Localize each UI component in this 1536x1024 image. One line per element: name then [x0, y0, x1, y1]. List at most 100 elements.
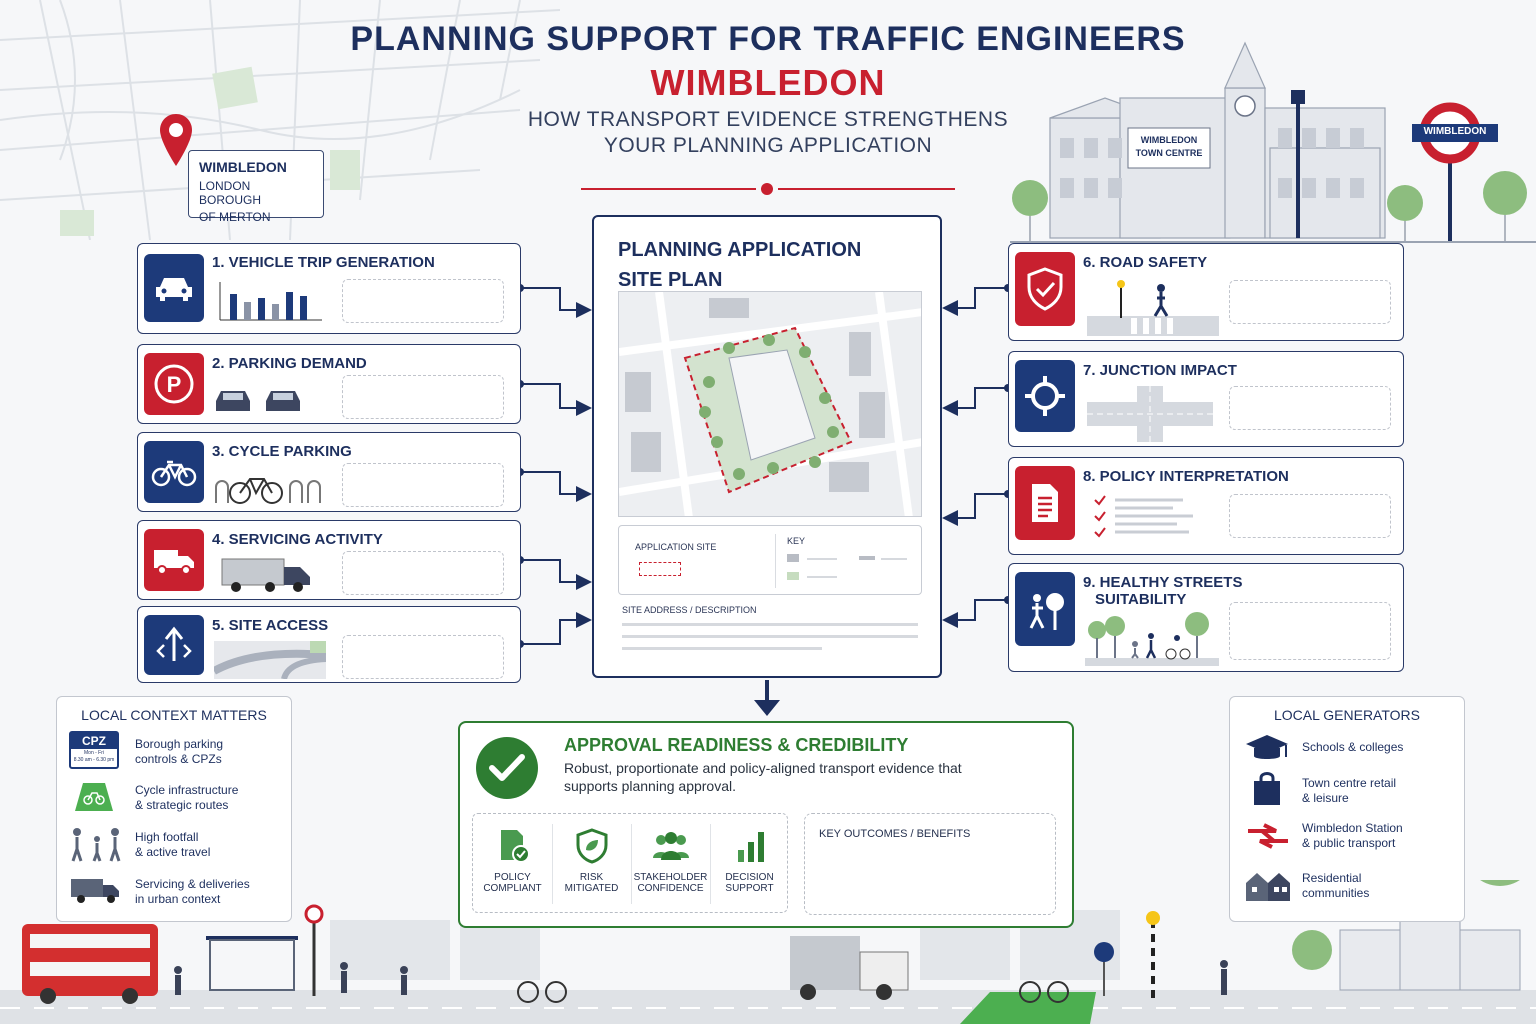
local-context-item-line2: controls & CPZs — [135, 752, 222, 766]
factor-card-site-access[interactable]: 5. SITE ACCESS — [137, 606, 521, 683]
application-site-label: APPLICATION SITE — [635, 542, 717, 552]
location-card: WIMBLEDON LONDON BOROUGH OF MERTON — [188, 150, 324, 224]
local-generator-item: Wimbledon Station & public transport — [1302, 821, 1403, 851]
key-line — [807, 576, 837, 578]
factor-notes-placeholder[interactable] — [342, 551, 504, 595]
site-address-line — [622, 623, 918, 626]
pedestrian-tree-icon — [1015, 572, 1075, 646]
local-generator-item: Town centre retail & leisure — [1302, 776, 1396, 806]
factor-notes-placeholder[interactable] — [1229, 602, 1391, 660]
shield-check-icon — [1015, 252, 1075, 326]
factor-notes-placeholder[interactable] — [1229, 280, 1391, 324]
factor-notes-placeholder[interactable] — [1229, 494, 1391, 538]
factor-card-road-safety[interactable]: 6. ROAD SAFETY — [1008, 243, 1404, 341]
national-rail-icon — [1248, 823, 1288, 849]
tagline-line2: YOUR PLANNING APPLICATION — [603, 134, 933, 157]
benefit-label-line1: POLICY — [494, 872, 531, 883]
bar-chart-illustration — [219, 282, 322, 321]
cpz-hours-time: 8.30 am - 6.30 pm — [73, 757, 115, 763]
local-context-item: Cycle infrastructure & strategic routes — [135, 783, 238, 813]
benefit-divider — [631, 824, 632, 904]
benefit-label-line2: SUPPORT — [725, 883, 774, 894]
key-outcomes-placeholder[interactable]: KEY OUTCOMES / BENEFITS — [804, 813, 1056, 915]
pedestrians-icon — [71, 828, 121, 862]
factor-title: 7. JUNCTION IMPACT — [1083, 362, 1237, 379]
factor-title: 4. SERVICING ACTIVITY — [212, 531, 383, 548]
benefit-divider — [552, 824, 553, 904]
factor-card-junction-impact[interactable]: 7. JUNCTION IMPACT — [1008, 351, 1404, 447]
town-centre-sign: WIMBLEDON TOWN CENTRE — [1128, 134, 1210, 160]
benefits-row: POLICY COMPLIANT RISK MITIGATED STAKEHOL… — [472, 813, 788, 913]
factor-notes-placeholder[interactable] — [342, 463, 504, 507]
approval-title: APPROVAL READINESS & CREDIBILITY — [564, 735, 909, 755]
factor-notes-placeholder[interactable] — [342, 279, 504, 323]
benefit-label-line2: MITIGATED — [564, 883, 619, 894]
truck-icon — [144, 529, 204, 591]
shopping-bag-icon — [1254, 772, 1280, 805]
benefit-label-line2: CONFIDENCE — [637, 883, 704, 894]
parked-cars-illustration — [216, 391, 300, 411]
local-context-item-line1: High footfall — [135, 830, 199, 844]
document-icon — [1015, 466, 1075, 540]
factor-card-cycle-parking[interactable]: 3. CYCLE PARKING — [137, 432, 521, 512]
factor-notes-placeholder[interactable] — [1229, 386, 1391, 430]
site-address-line — [622, 647, 822, 650]
factor-card-parking-demand[interactable]: P 2. PARKING DEMAND — [137, 344, 521, 424]
zebra-crossing-illustration — [1087, 280, 1219, 336]
approval-description: Robust, proportionate and policy-aligned… — [564, 760, 962, 794]
planning-application-title-line1: PLANNING APPLICATION — [618, 239, 862, 261]
factor-card-servicing-activity[interactable]: 4. SERVICING ACTIVITY — [137, 520, 521, 600]
cpz-hours-days: Mon - Fri — [84, 750, 104, 756]
roundabout-icon — [1015, 360, 1075, 432]
bicycle-icon — [144, 441, 204, 503]
local-generator-item-line2: communities — [1302, 886, 1370, 900]
key-swatch-building — [787, 554, 799, 562]
background-street-map — [0, 0, 560, 240]
benefit-policy-compliant: POLICY COMPLIANT — [473, 814, 552, 914]
map-pin-icon — [160, 114, 192, 166]
site-address-line — [622, 635, 918, 638]
document-check-icon — [500, 830, 530, 863]
factor-card-policy-interpretation[interactable]: 8. POLICY INTERPRETATION — [1008, 457, 1404, 555]
cpz-badge: CPZ — [71, 733, 117, 749]
factor-title: 5. SITE ACCESS — [212, 617, 329, 634]
cycle-stands-illustration — [215, 478, 321, 504]
local-generators-title: LOCAL GENERATORS — [1273, 707, 1420, 723]
local-generator-item-line1: Residential — [1302, 871, 1362, 885]
factor-notes-placeholder[interactable] — [342, 375, 504, 419]
page-location-title: WIMBLEDON — [650, 62, 886, 103]
local-context-panel: LOCAL CONTEXT MATTERS CPZ Mon - Fri 8.30… — [56, 696, 292, 922]
check-circle-icon — [476, 737, 538, 799]
local-context-item-line2: in urban context — [135, 892, 221, 906]
site-access-road-illustration — [214, 641, 326, 679]
local-generator-item-line1: Town centre retail — [1302, 776, 1397, 790]
bar-chart-icon — [737, 832, 764, 862]
car-icon — [144, 254, 204, 322]
shield-leaf-icon — [576, 828, 607, 864]
benefit-label-line1: RISK — [579, 872, 604, 883]
factor-notes-placeholder[interactable] — [342, 635, 504, 679]
benefit-decision-support: DECISION SUPPORT — [710, 814, 789, 914]
title-divider-right — [778, 188, 955, 190]
houses-icon — [1246, 873, 1290, 901]
site-plan-key: APPLICATION SITE KEY — [618, 525, 922, 595]
lorry-illustration — [221, 558, 310, 592]
local-generator-item: Residential communities — [1302, 871, 1369, 901]
healthy-street-illustration — [1085, 612, 1219, 666]
key-label: KEY — [787, 536, 806, 546]
factor-card-healthy-streets[interactable]: 9. HEALTHY STREETS SUITABILITY — [1008, 563, 1404, 672]
access-arrows-icon — [144, 615, 204, 675]
benefit-divider — [710, 824, 711, 904]
factor-card-vehicle-trip-generation[interactable]: 1. VEHICLE TRIP GENERATION — [137, 243, 521, 334]
checklist-illustration — [1094, 495, 1193, 538]
location-card-borough: LONDON BOROUGH — [199, 179, 262, 207]
junction-illustration — [1087, 386, 1213, 442]
planning-application-card: PLANNING APPLICATION SITE PLAN APPLICATI… — [592, 215, 942, 678]
key-swatch-road — [859, 556, 875, 560]
site-plan-map[interactable] — [618, 291, 922, 517]
benefit-risk-mitigated: RISK MITIGATED — [552, 814, 631, 914]
town-centre-sign-line2: TOWN CENTRE — [1135, 148, 1203, 158]
application-site-swatch — [639, 562, 681, 576]
street-scene-illustration — [0, 880, 1536, 1024]
factor-title: 9. HEALTHY STREETS SUITABILITY — [1083, 574, 1242, 608]
